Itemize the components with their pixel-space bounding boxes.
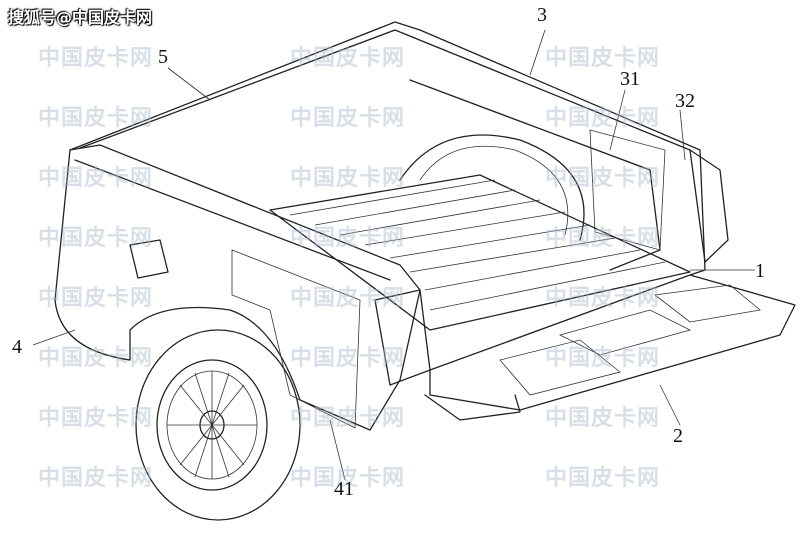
watermark-tile: 中国皮卡网 <box>545 106 661 131</box>
tail-light-right <box>689 149 729 263</box>
watermark-tile: 中国皮卡网 <box>38 346 154 371</box>
body-side <box>54 149 421 431</box>
watermark-tile: 中国皮卡网 <box>38 226 154 251</box>
watermark-tile: 中国皮卡网 <box>38 466 154 491</box>
rear-wheel <box>135 329 301 521</box>
watermark-tile: 中国皮卡网 <box>38 106 154 131</box>
watermark-tile: 中国皮卡网 <box>38 286 154 311</box>
watermark-tile: 中国皮卡网 <box>545 226 661 251</box>
watermark-tile: 中国皮卡网 <box>545 346 661 371</box>
label-1: 1 <box>755 260 765 282</box>
watermark-tile: 中国皮卡网 <box>290 166 406 191</box>
label-2: 2 <box>673 425 683 447</box>
label-3: 3 <box>537 4 547 26</box>
watermark-tile: 中国皮卡网 <box>290 406 406 431</box>
panel-41 <box>231 249 361 429</box>
watermark-tile: 中国皮卡网 <box>38 166 154 191</box>
watermark-tile: 中国皮卡网 <box>545 286 661 311</box>
watermark-tile: 中国皮卡网 <box>290 346 406 371</box>
panel-31 <box>589 129 666 251</box>
leader-lines <box>32 29 755 481</box>
label-31: 31 <box>620 68 640 90</box>
watermark-tile: 中国皮卡网 <box>290 106 406 131</box>
fuel-door <box>129 239 169 279</box>
watermark-tile: 中国皮卡网 <box>38 406 154 431</box>
floor-ribs <box>289 179 666 311</box>
watermark-tile: 中国皮卡网 <box>290 226 406 251</box>
source-watermark: 搜狐号@中国皮卡网 <box>8 8 153 27</box>
watermark-tile: 中国皮卡网 <box>290 466 406 491</box>
watermark-tile: 中国皮卡网 <box>38 46 154 71</box>
watermark-tile: 中国皮卡网 <box>545 406 661 431</box>
bed-floor <box>269 174 691 331</box>
watermark-tile: 中国皮卡网 <box>545 466 661 491</box>
watermark-tile: 中国皮卡网 <box>545 46 661 71</box>
tailgate <box>429 274 796 411</box>
label-32: 32 <box>675 90 695 112</box>
wheel-well-inner <box>399 134 585 241</box>
watermark-tile: 中国皮卡网 <box>290 286 406 311</box>
label-5: 5 <box>158 46 168 68</box>
watermark-tile: 中国皮卡网 <box>545 166 661 191</box>
front-wall <box>69 21 706 276</box>
left-side-rail <box>69 144 421 291</box>
watermark-tile: 中国皮卡网 <box>290 46 406 71</box>
label-4: 4 <box>12 336 22 358</box>
label-41: 41 <box>334 478 354 500</box>
